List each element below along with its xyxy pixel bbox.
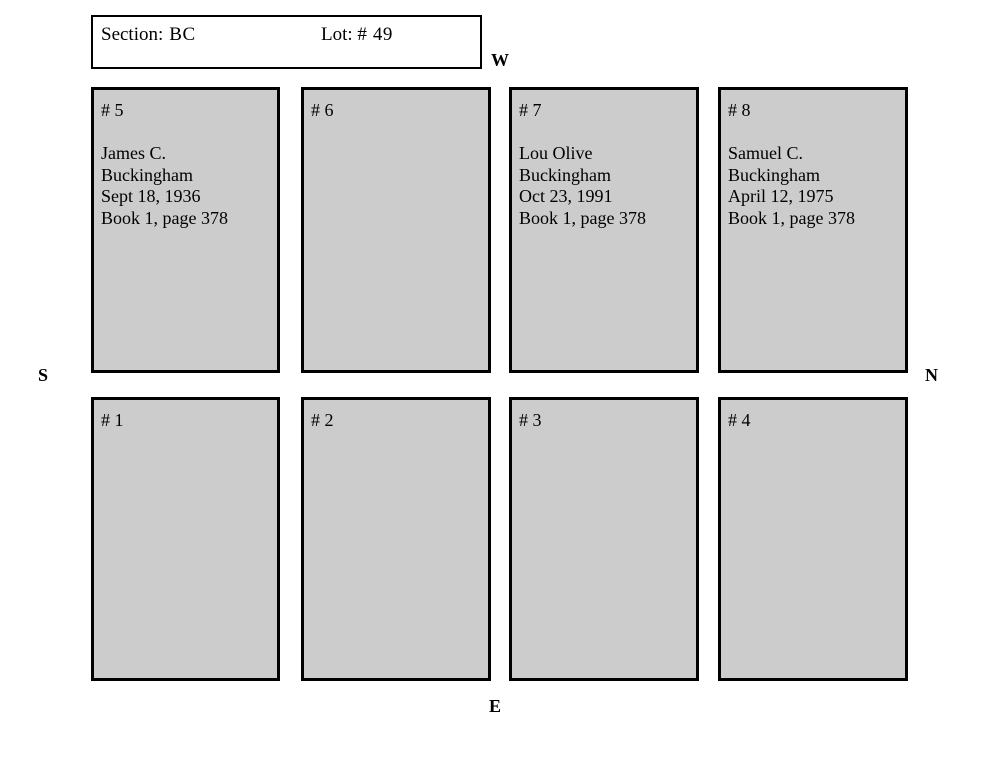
lot-value: 49	[372, 24, 393, 45]
plot-date: Sept 18, 1936	[101, 186, 201, 206]
lot-label: Lot: #	[321, 24, 367, 45]
plot-date: April 12, 1975	[728, 186, 834, 206]
grave-plot[interactable]: # 4	[718, 397, 908, 681]
plot-name-line1: James C.	[101, 143, 166, 163]
grave-plot[interactable]: # 5 James C. Buckingham Sept 18, 1936 Bo…	[91, 87, 280, 373]
grave-plot[interactable]: # 8 Samuel C. Buckingham April 12, 1975 …	[718, 87, 908, 373]
grave-plot[interactable]: # 7 Lou Olive Buckingham Oct 23, 1991 Bo…	[509, 87, 699, 373]
plot-reference: Book 1, page 378	[728, 207, 855, 228]
plot-number: # 3	[519, 410, 542, 430]
section-label: Section:	[101, 24, 164, 45]
section-value: BC	[169, 24, 196, 45]
plot-name-line2: Buckingham	[519, 164, 611, 185]
plot-number: # 7	[519, 100, 542, 120]
plot-reference: Book 1, page 378	[101, 207, 228, 228]
grave-plot[interactable]: # 1	[91, 397, 280, 681]
plot-details: Samuel C. Buckingham April 12, 1975 Book…	[728, 143, 900, 229]
plot-date: Oct 23, 1991	[519, 186, 613, 206]
grave-plot[interactable]: # 3	[509, 397, 699, 681]
compass-south-label: S	[38, 365, 49, 385]
plot-name-line2: Buckingham	[728, 164, 820, 185]
grave-plot[interactable]: # 2	[301, 397, 491, 681]
plot-reference: Book 1, page 378	[519, 207, 646, 228]
plot-name-line1: Lou Olive	[519, 143, 593, 163]
compass-east-label: E	[489, 696, 502, 716]
section-field: Section:BC	[101, 24, 196, 46]
plot-name-line2: Buckingham	[101, 164, 193, 185]
plot-number: # 1	[101, 410, 124, 430]
plot-details: James C. Buckingham Sept 18, 1936 Book 1…	[101, 143, 272, 229]
plot-name-line1: Samuel C.	[728, 143, 803, 163]
plot-number: # 5	[101, 100, 124, 120]
grave-plot[interactable]: # 6	[301, 87, 491, 373]
plot-number: # 6	[311, 100, 334, 120]
compass-west-label: W	[491, 50, 510, 70]
plot-number: # 4	[728, 410, 751, 430]
plot-number: # 8	[728, 100, 751, 120]
compass-north-label: N	[925, 365, 939, 385]
lot-header-box: Section:BC Lot: #49	[91, 15, 482, 69]
plot-number: # 2	[311, 410, 334, 430]
lot-field: Lot: #49	[321, 24, 393, 46]
plot-details: Lou Olive Buckingham Oct 23, 1991 Book 1…	[519, 143, 691, 229]
